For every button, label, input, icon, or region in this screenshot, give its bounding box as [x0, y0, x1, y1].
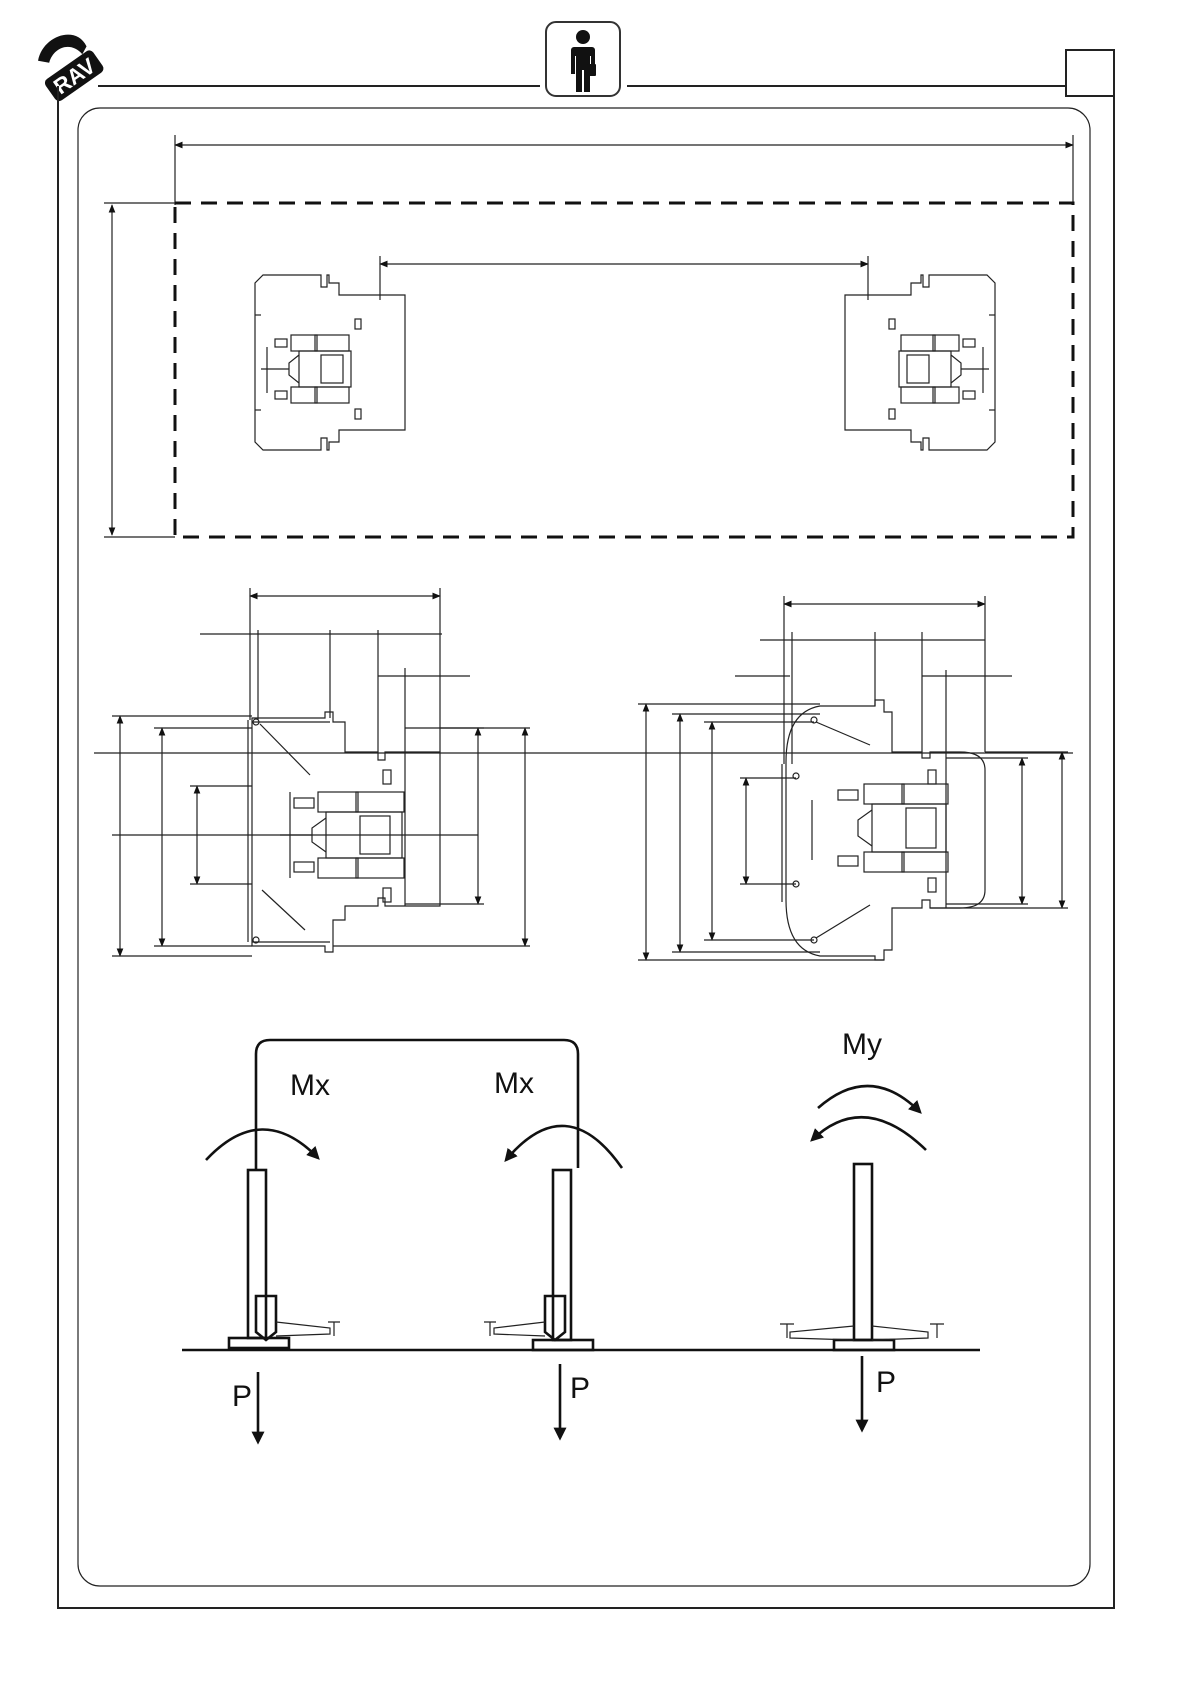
column-middle: Mx P — [484, 1067, 622, 1438]
logo: RAV — [26, 25, 105, 103]
content-frame — [78, 108, 1090, 1586]
moment-arrow-left — [206, 1129, 318, 1160]
load-label-left: P — [232, 1380, 252, 1413]
page-number-box — [1066, 50, 1114, 96]
moment-label-right: My — [842, 1028, 882, 1061]
load-label-middle: P — [570, 1372, 590, 1405]
load-label-right: P — [876, 1366, 896, 1399]
base-detail-views — [94, 588, 1073, 960]
moment-arrow-right-ccw — [812, 1117, 926, 1150]
force-diagrams: Mx P Mx P My P — [182, 1028, 980, 1442]
top-plan-view — [104, 135, 1073, 537]
column-right: My P — [780, 1028, 944, 1430]
base-plate-left — [255, 275, 405, 450]
working-area-outline — [175, 203, 1073, 537]
moment-label-left: Mx — [290, 1069, 330, 1102]
top-cross-beam — [256, 1040, 578, 1170]
rav-logo-icon: RAV — [26, 25, 105, 103]
base-detail-left — [112, 588, 530, 956]
moment-arrow-middle — [506, 1126, 622, 1168]
header-badge — [546, 22, 620, 96]
base-detail-right — [638, 596, 1068, 960]
moment-label-middle: Mx — [494, 1067, 534, 1100]
column-left: Mx P — [206, 1069, 340, 1442]
moment-arrow-right-cw — [818, 1086, 920, 1112]
base-plate-right — [845, 275, 995, 450]
